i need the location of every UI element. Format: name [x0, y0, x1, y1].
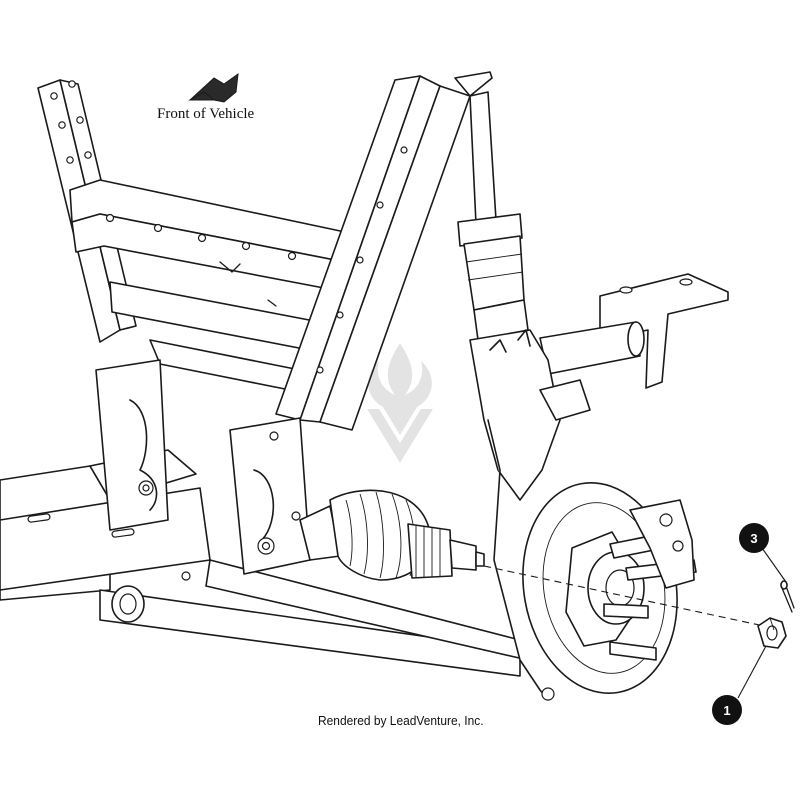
cotter-pin [780, 580, 795, 613]
callout-1-badge[interactable]: 1 [712, 695, 742, 725]
cv-axle [299, 489, 485, 581]
frame-diagonal-tube [275, 71, 493, 431]
callout-1-number: 1 [723, 702, 731, 718]
front-of-vehicle-label: Front of Vehicle [157, 106, 255, 122]
render-credit: Rendered by LeadVenture, Inc. [318, 713, 484, 728]
center-lower-bracket [229, 417, 311, 575]
frame-cross-member [69, 179, 346, 393]
shock-absorber [457, 91, 529, 341]
front-direction-arrow-icon [188, 72, 239, 103]
callout-1-leader [737, 645, 767, 699]
mounting-bracket [539, 273, 729, 389]
hub-nut [757, 617, 787, 649]
leadventure-watermark-logo [367, 343, 433, 463]
callout-3-number: 3 [750, 530, 758, 546]
callout-3-leader [761, 547, 787, 583]
callout-3-badge[interactable]: 3 [739, 523, 769, 553]
lower-frame-rails [0, 359, 529, 677]
brake-rotor-hub [522, 481, 697, 695]
